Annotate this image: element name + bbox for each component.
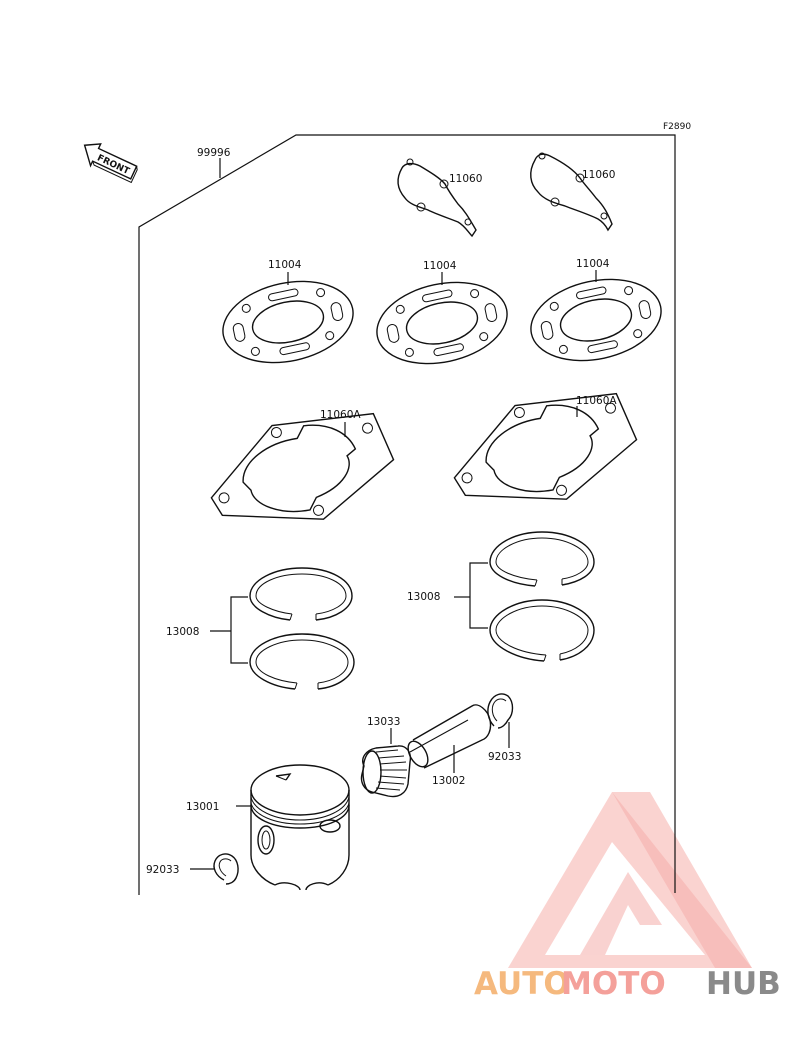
clip-left — [213, 853, 239, 885]
head-gasket-top-2 — [530, 152, 613, 232]
piston — [250, 764, 350, 891]
label-needle-bearing: 13033 — [367, 716, 400, 728]
head-gasket-3 — [530, 278, 662, 362]
watermark-text: AUTO MOTO HUB — [474, 966, 781, 1002]
ring-set-right — [489, 531, 595, 662]
clip-right — [487, 693, 514, 729]
watermark-part-hub: HUB — [706, 966, 781, 1002]
label-base-gasket-2: 11060A — [576, 395, 617, 407]
label-ring-set-right: 13008 — [407, 591, 440, 603]
kit-frame — [138, 134, 676, 895]
needle-bearing — [360, 745, 412, 798]
label-ring-set-left: 13008 — [166, 626, 199, 638]
label-head-gasket-3: 11004 — [576, 258, 610, 270]
head-gasket-2 — [376, 281, 508, 365]
label-clip-right: 92033 — [488, 751, 521, 763]
label-head-gasket-top-2: 11060 — [582, 169, 615, 181]
head-gasket-1 — [222, 280, 354, 364]
label-head-gasket-1: 11004 — [268, 259, 302, 271]
watermark-logo — [508, 792, 752, 968]
ring-set-left — [249, 567, 355, 690]
label-head-gasket-2: 11004 — [423, 260, 457, 272]
watermark-part-auto: AUTO — [474, 966, 570, 1002]
label-clip-left: 92033 — [146, 864, 179, 876]
figure-code: F2890 — [663, 122, 691, 132]
piston-pin — [407, 704, 492, 769]
front-arrow-icon: FRONT — [83, 143, 138, 184]
watermark-part-moto: MOTO — [561, 966, 666, 1002]
head-gasket-top-1 — [397, 158, 477, 238]
label-piston: 13001 — [186, 801, 219, 813]
label-base-gasket-1: 11060A — [320, 409, 361, 421]
base-gasket-1 — [210, 412, 395, 520]
label-head-gasket-top-1: 11060 — [449, 173, 482, 185]
kit-number: 99996 — [197, 147, 231, 159]
label-piston-pin: 13002 — [432, 775, 465, 787]
base-gasket-2 — [453, 392, 638, 500]
